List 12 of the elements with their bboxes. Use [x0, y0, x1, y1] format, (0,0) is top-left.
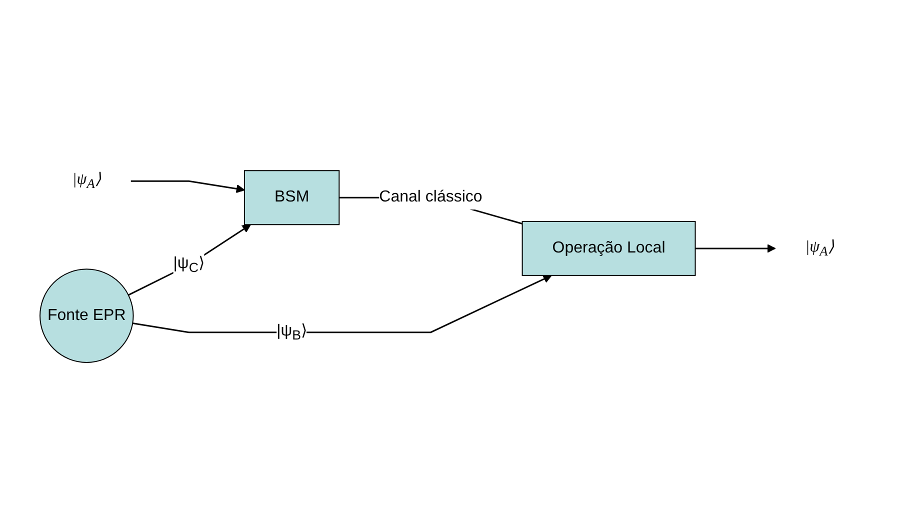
node-text: |ψ$_{A}$⟩	[804, 238, 834, 259]
arrow	[130, 180, 244, 194]
arrow	[694, 244, 776, 254]
edge-label: Canal clássico	[378, 188, 482, 206]
arrow	[128, 224, 251, 296]
node-box: BSM	[244, 170, 340, 226]
node-text: |ψ$_{A}$⟩	[72, 171, 100, 192]
edge-label: |ψ$_{B}$⟩	[276, 322, 307, 343]
node-circle: Fonte EPR	[39, 268, 134, 364]
node-box: Operação Local	[521, 221, 696, 276]
arrow	[132, 275, 552, 334]
edge-label: |ψ$_{C}$⟩	[172, 255, 204, 276]
